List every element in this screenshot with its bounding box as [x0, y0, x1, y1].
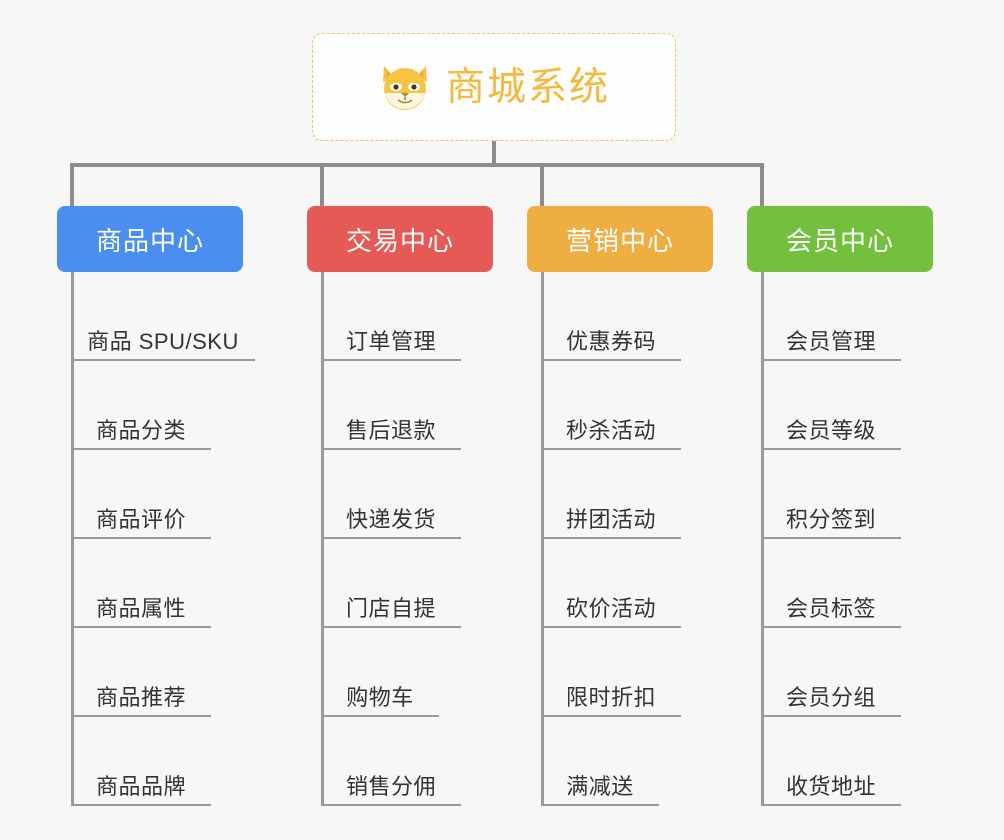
connector-line: [492, 141, 496, 165]
leaf-item-label: 会员分组: [785, 684, 876, 710]
category-header-4[interactable]: 会员中心: [747, 206, 933, 272]
leaf-item[interactable]: 秒杀活动: [541, 361, 681, 450]
leaf-item-label: 售后退款: [345, 417, 436, 443]
connector-line: [760, 163, 764, 206]
leaf-item-label: 购物车: [346, 684, 414, 710]
leaf-item[interactable]: 积分签到: [761, 450, 901, 539]
leaf-item-label: 商品评价: [95, 506, 186, 532]
connector-line: [540, 163, 544, 206]
leaf-column-1: 商品 SPU/SKU 商品分类商品评价商品属性商品推荐商品品牌: [71, 272, 257, 806]
leaf-item-label: 优惠券码: [565, 328, 656, 354]
leaf-item[interactable]: 商品品牌: [71, 717, 211, 806]
category-header-label: 营销中心: [565, 225, 674, 256]
leaf-item-label: 商品属性: [95, 595, 186, 621]
category-header-1[interactable]: 商品中心: [57, 206, 243, 272]
leaf-item-label: 商品 SPU/SKU: [87, 328, 239, 354]
leaf-item-label: 收货地址: [785, 773, 876, 799]
connector-line: [320, 163, 324, 206]
leaf-item-label: 砍价活动: [565, 595, 656, 621]
leaf-item[interactable]: 会员等级: [761, 361, 901, 450]
leaf-item[interactable]: 满减送: [541, 717, 659, 806]
leaf-item[interactable]: 优惠券码: [541, 272, 681, 361]
connector-line: [70, 163, 74, 206]
leaf-item[interactable]: 收货地址: [761, 717, 901, 806]
leaf-column-4: 会员管理会员等级积分签到会员标签会员分组收货地址: [761, 272, 947, 806]
leaf-item[interactable]: 商品推荐: [71, 628, 211, 717]
leaf-item[interactable]: 销售分佣: [321, 717, 461, 806]
leaf-item-label: 满减送: [566, 773, 634, 799]
category-header-label: 交易中心: [345, 225, 454, 256]
leaf-item[interactable]: 砍价活动: [541, 539, 681, 628]
category-header-3[interactable]: 营销中心: [527, 206, 713, 272]
leaf-item-label: 门店自提: [345, 595, 436, 621]
leaf-item[interactable]: 售后退款: [321, 361, 461, 450]
category-header-label: 商品中心: [95, 225, 204, 256]
category-header-2[interactable]: 交易中心: [307, 206, 493, 272]
leaf-item-label: 秒杀活动: [565, 417, 656, 443]
root-title: 商城系统: [445, 65, 610, 109]
leaf-item-label: 会员标签: [785, 595, 876, 621]
leaf-item[interactable]: 商品分类: [71, 361, 211, 450]
root-node-shop-system[interactable]: 商城系统: [312, 33, 676, 141]
leaf-item[interactable]: 商品评价: [71, 450, 211, 539]
leaf-item[interactable]: 会员管理: [761, 272, 901, 361]
leaf-column-2: 订单管理售后退款快递发货门店自提购物车销售分佣: [321, 272, 507, 806]
connector-line: [72, 163, 762, 167]
column-spine: [71, 272, 74, 806]
leaf-item-label: 快递发货: [345, 506, 436, 532]
leaf-item-label: 限时折扣: [565, 684, 656, 710]
column-spine: [321, 272, 324, 806]
leaf-item[interactable]: 快递发货: [321, 450, 461, 539]
leaf-item[interactable]: 商品 SPU/SKU: [71, 272, 255, 361]
column-spine: [541, 272, 544, 806]
leaf-item[interactable]: 订单管理: [321, 272, 461, 361]
leaf-item[interactable]: 限时折扣: [541, 628, 681, 717]
leaf-item-label: 会员等级: [785, 417, 876, 443]
leaf-item-label: 商品推荐: [95, 684, 186, 710]
leaf-item[interactable]: 拼团活动: [541, 450, 681, 539]
column-spine: [761, 272, 764, 806]
shiba-dog-face-icon: [378, 62, 432, 112]
leaf-item[interactable]: 会员标签: [761, 539, 901, 628]
leaf-item-label: 商品分类: [95, 417, 186, 443]
leaf-item[interactable]: 购物车: [321, 628, 439, 717]
leaf-item-label: 订单管理: [345, 328, 436, 354]
category-header-label: 会员中心: [785, 225, 894, 256]
leaf-item-label: 销售分佣: [345, 773, 436, 799]
leaf-item[interactable]: 商品属性: [71, 539, 211, 628]
leaf-item-label: 积分签到: [785, 506, 876, 532]
leaf-item[interactable]: 会员分组: [761, 628, 901, 717]
leaf-item-label: 商品品牌: [95, 773, 186, 799]
leaf-column-3: 优惠券码秒杀活动拼团活动砍价活动限时折扣满减送: [541, 272, 727, 806]
leaf-item[interactable]: 门店自提: [321, 539, 461, 628]
leaf-item-label: 会员管理: [785, 328, 876, 354]
leaf-item-label: 拼团活动: [565, 506, 656, 532]
